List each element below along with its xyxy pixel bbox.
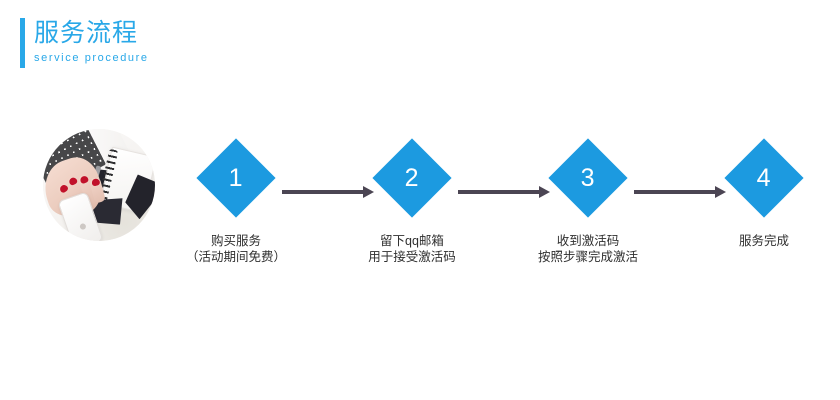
page-header: 服务流程 service procedure — [20, 18, 149, 68]
step-2-number: 2 — [405, 163, 419, 192]
arrow-3-to-4 — [634, 186, 726, 198]
flow-step-1[interactable]: 1 购买服务 （活动期间免费） — [148, 138, 324, 265]
page-subtitle: service procedure — [34, 52, 149, 64]
step-2-caption: 留下qq邮箱 用于接受激活码 — [368, 233, 456, 265]
workspace-photo — [43, 129, 155, 241]
step-1-caption-line1: 购买服务 — [210, 234, 261, 248]
step-1-number: 1 — [229, 163, 243, 192]
page-title: 服务流程 — [34, 19, 139, 47]
step-4-caption: 服务完成 — [739, 233, 789, 249]
arrow-1-to-2 — [282, 186, 374, 198]
photo-background — [43, 129, 155, 241]
arrow-shaft — [634, 190, 715, 194]
arrow-head-icon — [363, 186, 374, 198]
accent-bar-icon — [20, 18, 25, 68]
step-2-caption-line1: 留下qq邮箱 — [380, 234, 444, 248]
step-3-number: 3 — [581, 163, 595, 192]
flow-step-3[interactable]: 3 收到激活码 按照步骤完成激活 — [500, 138, 676, 265]
flow-step-2[interactable]: 2 留下qq邮箱 用于接受激活码 — [324, 138, 500, 265]
arrow-head-icon — [715, 186, 726, 198]
arrow-head-icon — [539, 186, 550, 198]
arrow-shaft — [458, 190, 539, 194]
step-1-caption: 购买服务 （活动期间免费） — [186, 233, 286, 265]
step-3-caption: 收到激活码 按照步骤完成激活 — [538, 233, 638, 265]
step-2-caption-line2: 用于接受激活码 — [368, 250, 456, 264]
step-1-diamond[interactable]: 1 — [196, 138, 276, 218]
step-4-diamond[interactable]: 4 — [724, 138, 804, 218]
arrow-2-to-3 — [458, 186, 550, 198]
step-2-diamond[interactable]: 2 — [372, 138, 452, 218]
step-3-caption-line2: 按照步骤完成激活 — [537, 250, 638, 264]
flow-step-4[interactable]: 4 服务完成 — [676, 138, 840, 249]
step-3-caption-line1: 收到激活码 — [556, 234, 620, 248]
arrow-shaft — [282, 190, 363, 194]
step-3-diamond[interactable]: 3 — [548, 138, 628, 218]
step-4-number: 4 — [757, 163, 771, 192]
step-4-caption-line1: 服务完成 — [738, 234, 789, 248]
header-text-group: 服务流程 service procedure — [34, 18, 149, 66]
step-1-caption-line2: （活动期间免费） — [185, 250, 286, 264]
